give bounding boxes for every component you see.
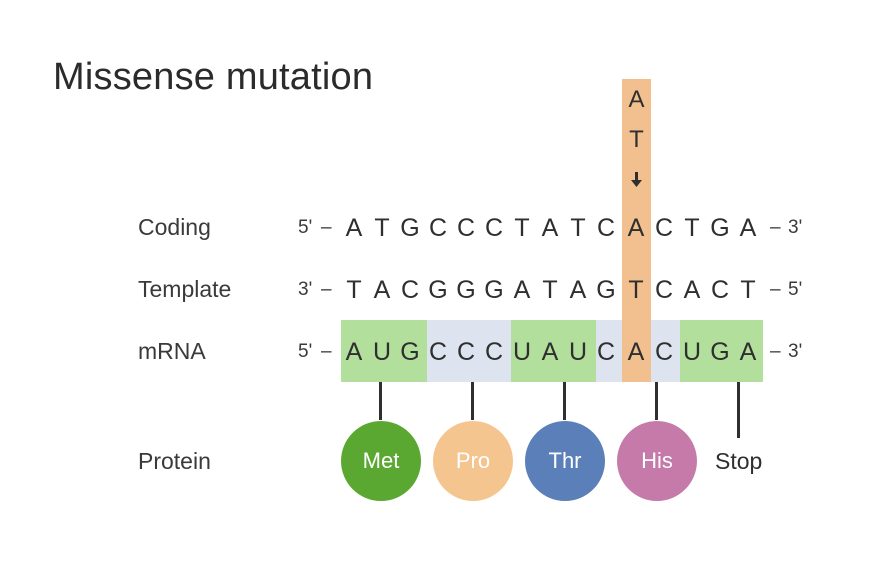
diagram-title: Missense mutation bbox=[53, 56, 374, 98]
template-base: C bbox=[710, 276, 730, 304]
template-end-dash: – bbox=[770, 279, 781, 300]
template-base: T bbox=[346, 276, 362, 304]
template-base: T bbox=[628, 276, 644, 304]
mrna-base: C bbox=[456, 338, 476, 366]
coding-base: C bbox=[428, 214, 448, 242]
mrna-base: C bbox=[654, 338, 674, 366]
template-base: A bbox=[683, 276, 701, 304]
mrna-base: G bbox=[710, 338, 730, 366]
stop-codon-label: Stop bbox=[715, 448, 763, 474]
coding-base: A bbox=[541, 214, 559, 242]
template-base: G bbox=[428, 276, 448, 304]
row-label-coding: Coding bbox=[138, 214, 211, 240]
row-label-mrna: mRNA bbox=[138, 338, 206, 364]
template-base: C bbox=[400, 276, 420, 304]
template-end-label: 5' bbox=[788, 279, 803, 300]
original-coding-base: A bbox=[628, 86, 645, 113]
coding-base: G bbox=[400, 214, 420, 242]
coding-base: C bbox=[654, 214, 674, 242]
amino-acid-pro: Pro bbox=[433, 421, 513, 501]
mutation-highlight bbox=[622, 79, 651, 382]
amino-acid-thr: Thr bbox=[525, 421, 605, 501]
row-label-protein: Protein bbox=[138, 448, 211, 474]
coding-end-dash: – bbox=[770, 217, 781, 238]
mrna-base: U bbox=[512, 338, 532, 366]
codon-band-uau bbox=[511, 320, 596, 382]
amino-acid-label: Met bbox=[362, 448, 400, 473]
amino-acid-his: His bbox=[617, 421, 697, 501]
coding-start-dash: – bbox=[321, 217, 332, 238]
amino-acid-label: His bbox=[641, 448, 673, 473]
stem-pro bbox=[471, 382, 474, 420]
amino-acid-label: Thr bbox=[548, 448, 582, 473]
coding-base: A bbox=[345, 214, 363, 242]
stem-stop bbox=[737, 382, 740, 438]
mrna-base: C bbox=[596, 338, 616, 366]
row-label-template: Template bbox=[138, 276, 232, 302]
template-base: G bbox=[484, 276, 504, 304]
mrna-base: G bbox=[400, 338, 420, 366]
template-start-label: 3' bbox=[298, 279, 313, 300]
down-arrow-icon bbox=[631, 172, 642, 187]
template-base: T bbox=[542, 276, 558, 304]
template-base: A bbox=[569, 276, 587, 304]
coding-base: T bbox=[374, 214, 390, 242]
template-base: C bbox=[654, 276, 674, 304]
codon-band-uga bbox=[680, 320, 763, 382]
original-template-base: T bbox=[629, 126, 644, 153]
coding-base: T bbox=[514, 214, 530, 242]
template-base: A bbox=[513, 276, 531, 304]
mrna-base: A bbox=[541, 338, 559, 366]
template-base: A bbox=[373, 276, 391, 304]
stem-his bbox=[655, 382, 658, 420]
mrna-base: C bbox=[484, 338, 504, 366]
mrna-start-dash: – bbox=[321, 341, 332, 362]
coding-base: A bbox=[739, 214, 757, 242]
coding-end-label: 3' bbox=[788, 217, 803, 238]
coding-base: G bbox=[710, 214, 730, 242]
template-start-dash: – bbox=[321, 279, 332, 300]
coding-base: C bbox=[456, 214, 476, 242]
codon-band-ccc bbox=[427, 320, 511, 382]
mrna-base: A bbox=[739, 338, 757, 366]
mrna-base: U bbox=[372, 338, 392, 366]
codon-band-aug bbox=[341, 320, 427, 382]
mrna-end-dash: – bbox=[770, 341, 781, 362]
coding-base: C bbox=[596, 214, 616, 242]
stem-thr bbox=[563, 382, 566, 420]
template-base: G bbox=[456, 276, 476, 304]
mrna-base: U bbox=[682, 338, 702, 366]
mrna-base: U bbox=[568, 338, 588, 366]
template-base: T bbox=[740, 276, 756, 304]
stem-met bbox=[379, 382, 382, 420]
coding-base: C bbox=[484, 214, 504, 242]
coding-base: T bbox=[570, 214, 586, 242]
coding-base: T bbox=[684, 214, 700, 242]
mrna-base: A bbox=[627, 338, 645, 366]
amino-acid-met: Met bbox=[341, 421, 421, 501]
coding-base: A bbox=[627, 214, 645, 242]
coding-start-label: 5' bbox=[298, 217, 313, 238]
mrna-base: C bbox=[428, 338, 448, 366]
amino-acid-label: Pro bbox=[455, 448, 491, 473]
template-base: G bbox=[596, 276, 616, 304]
mrna-start-label: 5' bbox=[298, 341, 313, 362]
mrna-end-label: 3' bbox=[788, 341, 803, 362]
mrna-base: A bbox=[345, 338, 363, 366]
